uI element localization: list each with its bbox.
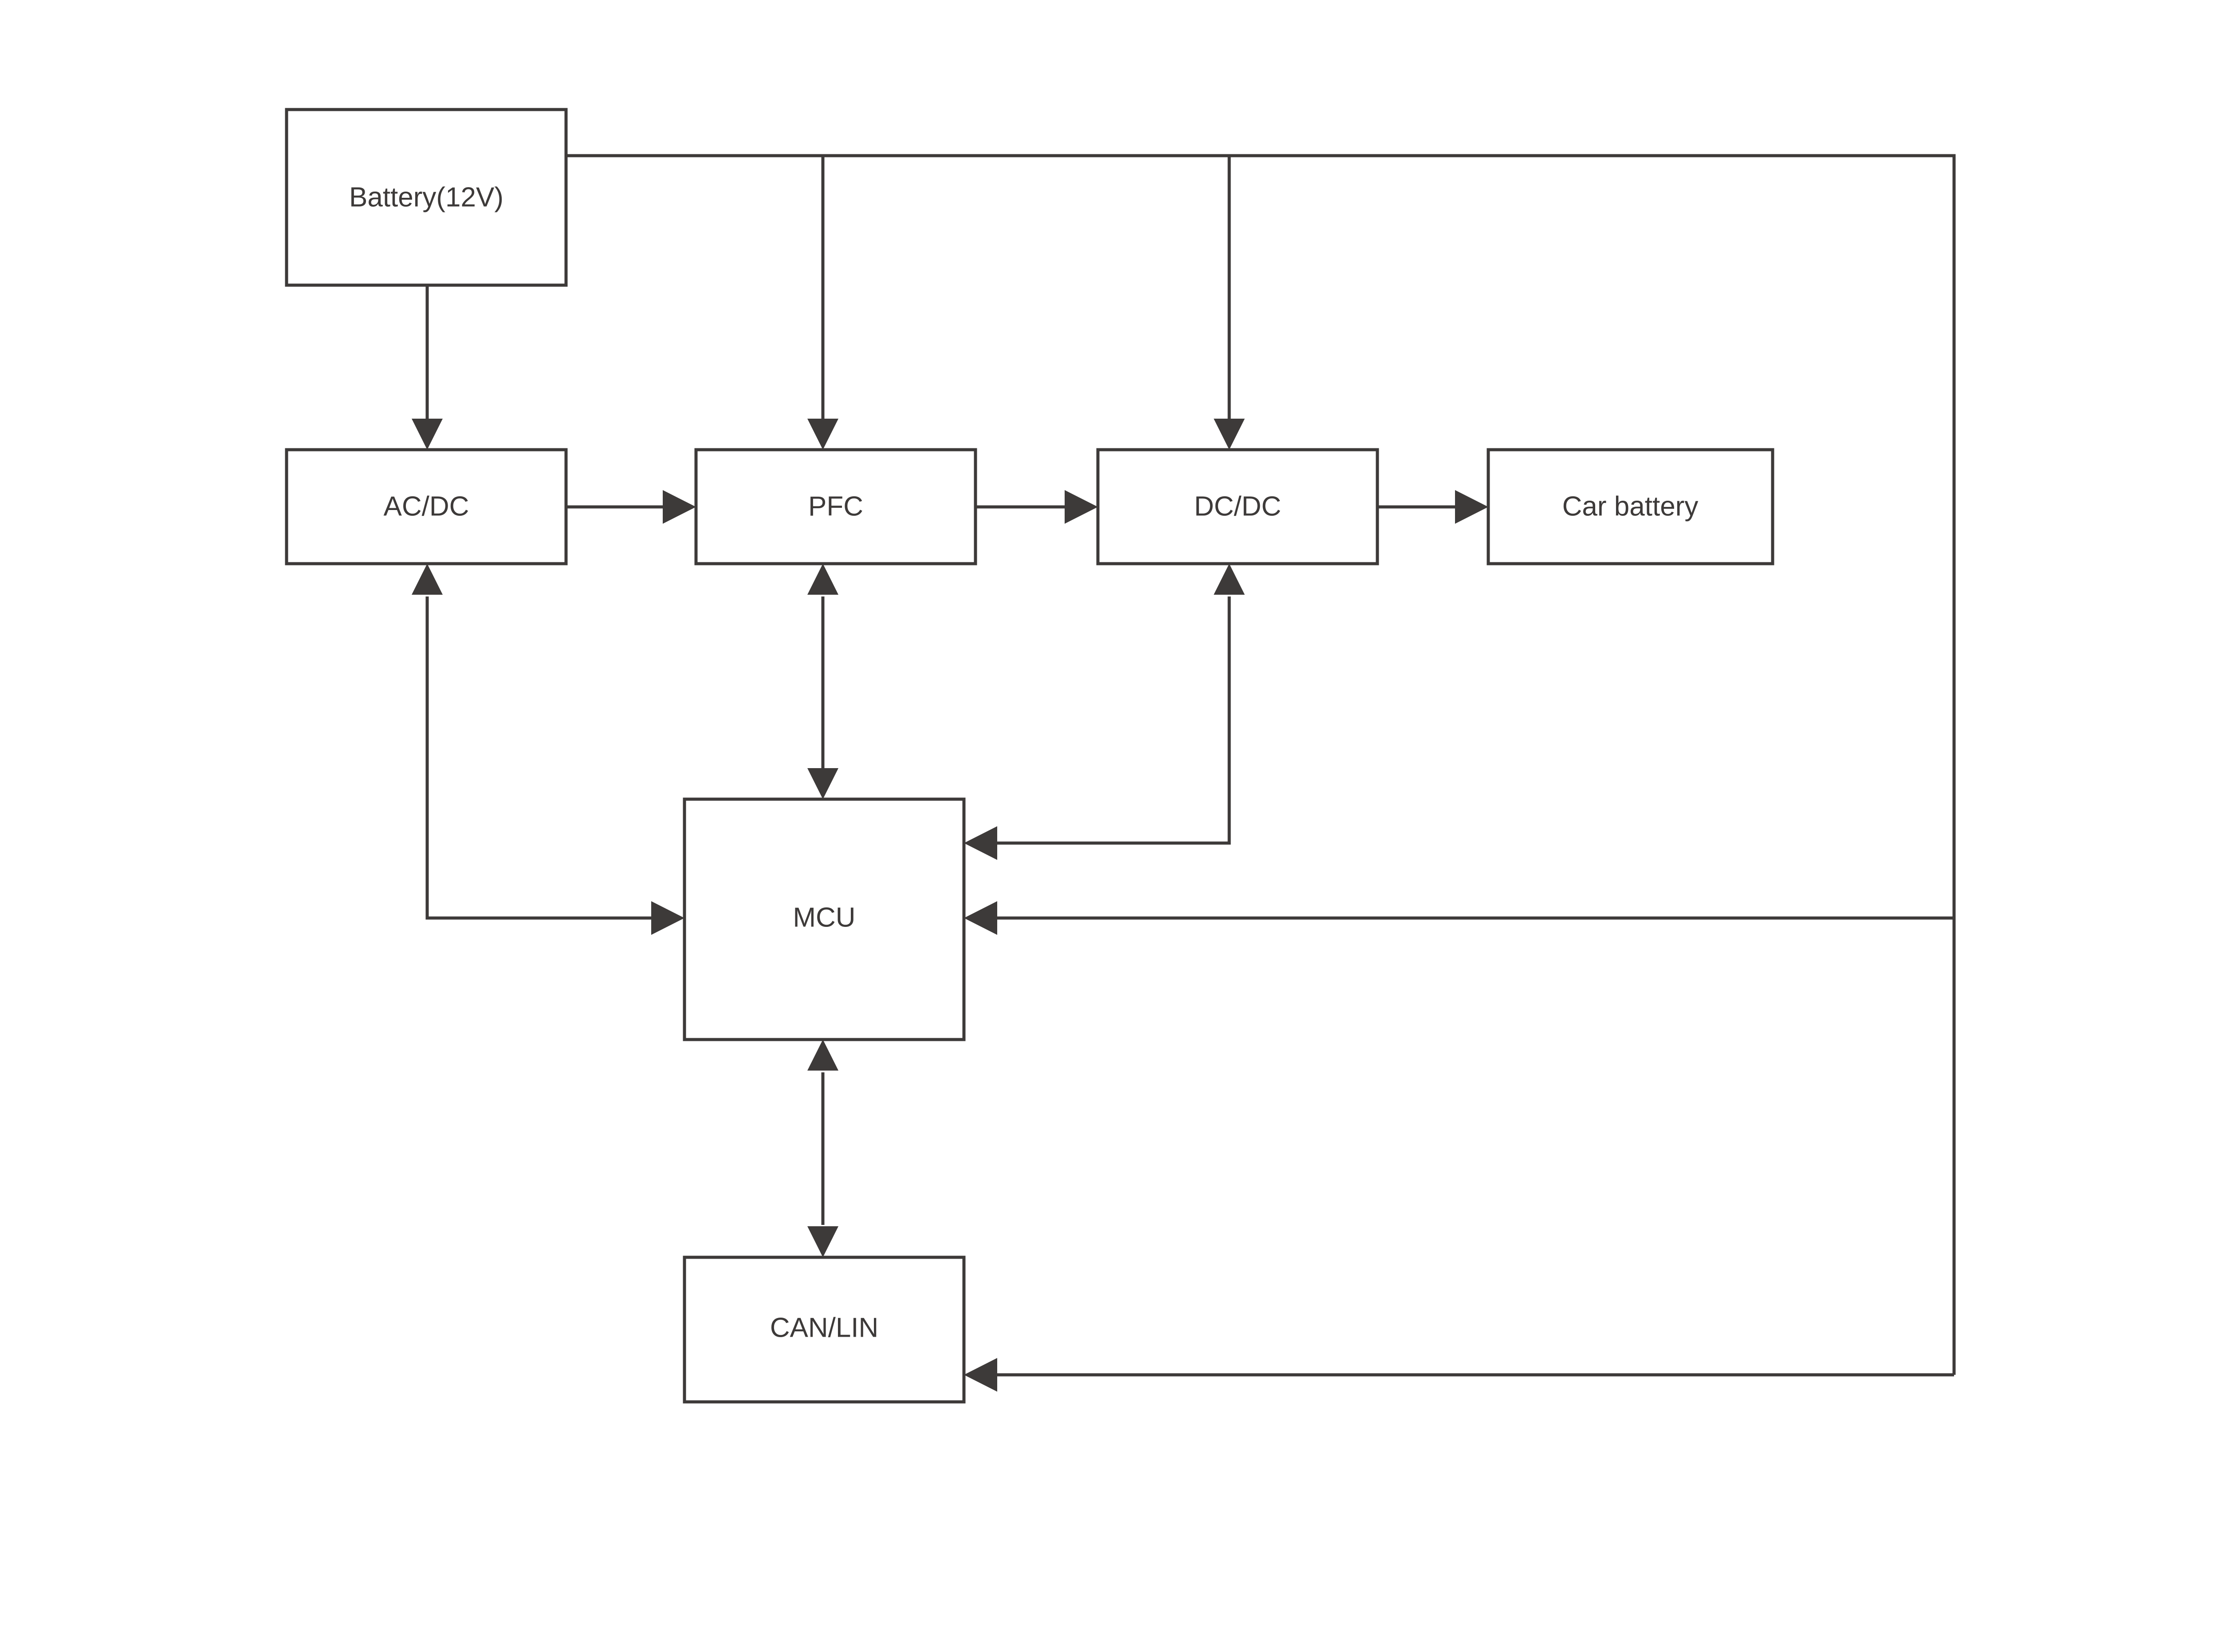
node-pfc-label: PFC bbox=[808, 491, 863, 522]
link-line-mcu-dcdc bbox=[994, 596, 1231, 845]
node-acdc-label: AC/DC bbox=[384, 491, 469, 522]
arrow-head-down-pfc bbox=[807, 419, 838, 450]
node-acdc[interactable]: AC/DC bbox=[285, 448, 568, 565]
arrow-head-right-dcdc bbox=[1065, 490, 1098, 524]
node-mcu[interactable]: MCU bbox=[683, 797, 966, 1041]
right-bus-rail bbox=[566, 154, 1956, 1375]
node-battery[interactable]: Battery(12V) bbox=[285, 108, 568, 287]
node-mcu-box[interactable] bbox=[683, 797, 966, 1041]
node-dcdc[interactable]: DC/DC bbox=[1096, 448, 1379, 565]
node-canlin-label: CAN/LIN bbox=[770, 1312, 879, 1343]
connection-bus-to-canlin bbox=[964, 1358, 1954, 1392]
arrow-head-left-canlin bbox=[964, 1358, 997, 1392]
node-car-battery[interactable]: Car battery bbox=[1487, 448, 1774, 565]
connection-acdc-to-pfc bbox=[566, 490, 696, 524]
connection-mcu-to-acdc bbox=[412, 564, 684, 935]
node-pfc[interactable]: PFC bbox=[694, 448, 977, 565]
node-canlin-box[interactable] bbox=[683, 1256, 966, 1404]
arrow-head-up-dcdc bbox=[1214, 564, 1245, 595]
arrow-head-up-mcu-bottom bbox=[807, 1040, 838, 1071]
connection-battery-to-pfc bbox=[807, 156, 838, 450]
node-battery-label: Battery(12V) bbox=[349, 182, 503, 212]
node-car-battery-label: Car battery bbox=[1562, 491, 1699, 522]
connection-mcu-to-dcdc bbox=[964, 564, 1245, 860]
arrow-head-right-mcu-left bbox=[651, 901, 684, 935]
arrow-head-down-canlin bbox=[807, 1226, 838, 1257]
arrow-head-up-acdc bbox=[412, 564, 443, 595]
node-canlin[interactable]: CAN/LIN bbox=[683, 1256, 966, 1404]
connection-mcu-to-pfc bbox=[807, 564, 838, 799]
arrow-head-down-dcdc bbox=[1214, 419, 1245, 450]
arrow-head-down-acdc bbox=[412, 419, 443, 450]
connection-battery-to-acdc bbox=[412, 285, 443, 450]
connection-bus-to-mcu bbox=[964, 901, 1954, 935]
node-acdc-box[interactable] bbox=[285, 448, 568, 565]
node-battery-box[interactable] bbox=[285, 108, 568, 287]
arrow-head-right-pfc bbox=[663, 490, 696, 524]
arrow-head-left-mcu-upper-right bbox=[964, 826, 997, 860]
node-dcdc-box[interactable] bbox=[1096, 448, 1379, 565]
nodes-layer: Battery(12V) AC/DC PFC DC/DC Car battery bbox=[285, 108, 1774, 1404]
arrow-head-left-mcu-lower-right bbox=[964, 901, 997, 935]
node-pfc-box[interactable] bbox=[694, 448, 977, 565]
connection-pfc-to-dcdc bbox=[975, 490, 1098, 524]
arrow-head-right-carbattery bbox=[1455, 490, 1488, 524]
connection-mcu-to-canlin bbox=[807, 1040, 838, 1257]
link-line-mcu-acdc bbox=[425, 596, 656, 920]
connection-dcdc-to-carbattery bbox=[1377, 490, 1488, 524]
node-mcu-label: MCU bbox=[793, 902, 855, 933]
connection-battery-to-dcdc bbox=[1214, 156, 1245, 450]
connection-battery-power-rail bbox=[566, 154, 1956, 1375]
arrow-head-up-pfc bbox=[807, 564, 838, 595]
connections-layer bbox=[412, 154, 1956, 1392]
node-car-battery-box[interactable] bbox=[1487, 448, 1774, 565]
node-dcdc-label: DC/DC bbox=[1194, 491, 1281, 522]
arrow-head-down-mcu-top bbox=[807, 768, 838, 799]
